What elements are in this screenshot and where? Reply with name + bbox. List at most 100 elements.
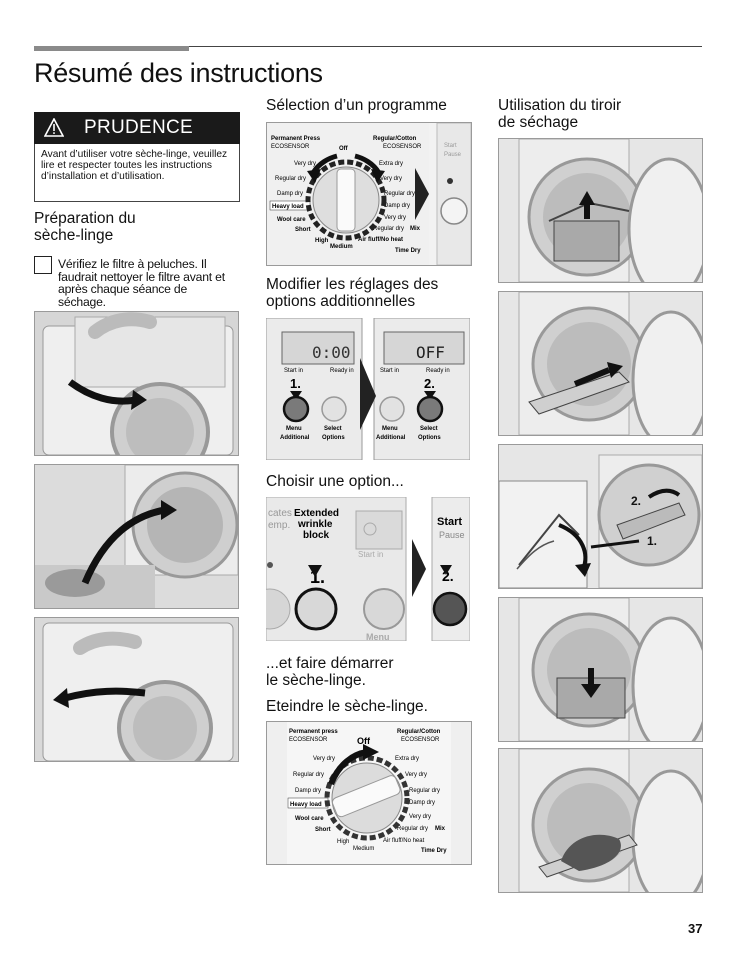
- program-pause: Pause: [444, 152, 462, 158]
- filter-photo-3: [34, 617, 239, 762]
- prep-heading-line1: Préparation du: [34, 210, 136, 227]
- rack-photo-3: 2. 1.: [498, 444, 703, 589]
- step-checkbox[interactable]: [34, 256, 52, 274]
- choose-emp: emp.: [268, 520, 290, 531]
- choose-extended: Extended: [294, 508, 339, 519]
- dial-permanent-press: Permanent Press: [271, 136, 321, 142]
- off-dial-extra-dry: Extra dry: [395, 756, 419, 762]
- page-number: 37: [688, 921, 703, 936]
- off-dial-very-dry-right: Very dry: [405, 772, 427, 778]
- prep-step-text: Vérifiez le filtre à peluches. Il faudra…: [58, 257, 225, 309]
- dial-eco-left: ECOSENSOR: [271, 144, 310, 150]
- filter-photo-2: [34, 464, 239, 609]
- modify-start-in-right: Start in: [380, 368, 399, 374]
- modify-select-right: Select: [420, 426, 438, 432]
- filter-photo-1: [34, 311, 239, 456]
- rack-photo-4: [498, 597, 703, 742]
- dial-eco-right: ECOSENSOR: [383, 144, 422, 150]
- off-dial-damp-dry-right: Damp dry: [409, 800, 435, 806]
- modify-options-panel: 0:00 Start in Ready in 1. Menu Additiona…: [265, 317, 471, 461]
- modify-menu-left: Menu: [286, 426, 302, 432]
- dial-mix: Mix: [410, 226, 421, 232]
- header-rule: [34, 46, 702, 47]
- header-accent-bar: [34, 46, 189, 51]
- choose-start: Start: [437, 516, 462, 528]
- dial-damp-dry-right: Damp dry: [384, 203, 410, 209]
- dial-heavy-load: Heavy load: [272, 204, 304, 210]
- modify-step2: 2.: [424, 376, 435, 391]
- rack-step2: 2.: [631, 494, 641, 508]
- modify-start-in-left: Start in: [284, 368, 303, 374]
- modify-heading: Modifier les réglages des options additi…: [266, 276, 438, 310]
- prep-heading: Préparation du sèche-linge: [34, 210, 136, 244]
- off-dial-regular-cotton: Regular/Cotton: [397, 729, 441, 735]
- off-dial-high: High: [337, 839, 349, 845]
- off-dial-wool-care: Wool care: [295, 816, 324, 822]
- caution-label: PRUDENCE: [84, 117, 194, 138]
- dial-very-dry-r2: Very dry: [384, 215, 406, 221]
- off-heading: Eteindre le sèche-linge.: [266, 698, 428, 715]
- modify-heading-line1: Modifier les réglages des: [266, 276, 439, 293]
- dial-wool-care: Wool care: [277, 217, 306, 223]
- modify-ready-in-left: Ready in: [330, 368, 354, 374]
- rack-photo-5: [498, 748, 703, 893]
- dial-damp-dry-left: Damp dry: [277, 191, 303, 197]
- rack-heading: Utilisation du tiroir de séchage: [498, 97, 621, 131]
- program-dial-panel: Permanent Press ECOSENSOR Regular/Cotton…: [266, 122, 472, 266]
- program-heading: Sélection d’un programme: [266, 97, 447, 114]
- caution-text: Avant d’utiliser votre sèche-linge, veui…: [34, 144, 240, 202]
- warning-triangle-icon: [44, 118, 64, 137]
- modify-options-right: Options: [418, 435, 441, 441]
- choose-block: block: [303, 530, 330, 541]
- modify-additional-left: Additional: [280, 435, 310, 441]
- modify-menu-right: Menu: [382, 426, 398, 432]
- dial-extra-dry: Extra dry: [379, 161, 403, 167]
- dial-medium: Medium: [330, 244, 353, 250]
- dial-regular-cotton: Regular/Cotton: [373, 136, 417, 142]
- rack-heading-line1: Utilisation du tiroir: [498, 97, 622, 114]
- choose-step2: 2.: [442, 568, 454, 584]
- off-dial-time-dry: Time Dry: [421, 848, 447, 854]
- dial-regular-dry-left: Regular dry: [275, 176, 306, 182]
- dial-regular-dry-mix: Regular dry: [373, 226, 404, 232]
- choose-pause: Pause: [439, 530, 465, 540]
- rack-photo-1: [498, 138, 703, 283]
- dial-high: High: [315, 238, 329, 244]
- off-dial-short: Short: [315, 827, 331, 833]
- off-dial-permanent-press: Permanent press: [289, 729, 338, 735]
- choose-menu: Menu: [366, 632, 390, 641]
- off-dial-regular-dry-left: Regular dry: [293, 772, 324, 778]
- modify-additional-right: Additional: [376, 435, 406, 441]
- dial-very-dry-right: Very dry: [380, 176, 402, 182]
- caution-banner: PRUDENCE: [34, 112, 240, 144]
- off-dial-damp-dry-left: Damp dry: [295, 788, 321, 794]
- modify-step1: 1.: [290, 376, 301, 391]
- startup-heading: ...et faire démarrer le sèche-linge.: [266, 655, 394, 689]
- modify-heading-line2: options additionnelles: [266, 293, 416, 310]
- off-dial-very-dry-r2: Very dry: [409, 814, 431, 820]
- choose-cates: cates: [268, 508, 292, 519]
- off-dial-eco-left: ECOSENSOR: [289, 737, 328, 743]
- choose-heading: Choisir une option...: [266, 473, 404, 490]
- off-dial-heavy-load: Heavy load: [290, 802, 322, 808]
- startup-heading-line2: le sèche-linge.: [266, 672, 366, 689]
- off-dial-eco-right: ECOSENSOR: [401, 737, 440, 743]
- startup-heading-line1: ...et faire démarrer: [266, 655, 394, 672]
- off-dial-off: Off: [357, 736, 371, 746]
- dial-very-dry-left: Very dry: [294, 161, 316, 167]
- rack-heading-line2: de séchage: [498, 114, 579, 131]
- choose-wrinkle: wrinkle: [297, 519, 333, 530]
- choose-option-panel: cates emp. Extended wrinkle block Start …: [249, 496, 471, 642]
- off-dial-very-dry-left: Very dry: [313, 756, 335, 762]
- off-dial-medium: Medium: [353, 846, 374, 852]
- lcd-right: OFF: [416, 343, 445, 362]
- off-dial-air-fluff: Air fluff/No heat: [383, 838, 425, 844]
- modify-options-left: Options: [322, 435, 345, 441]
- modify-ready-in-right: Ready in: [426, 368, 450, 374]
- rack-step1: 1.: [647, 534, 657, 548]
- program-start: Start: [444, 143, 457, 149]
- off-dial-regular-dry-mix: Regular dry: [397, 826, 428, 832]
- page-title: Résumé des instructions: [34, 58, 323, 88]
- dial-short: Short: [295, 227, 311, 233]
- dial-off: Off: [339, 146, 349, 152]
